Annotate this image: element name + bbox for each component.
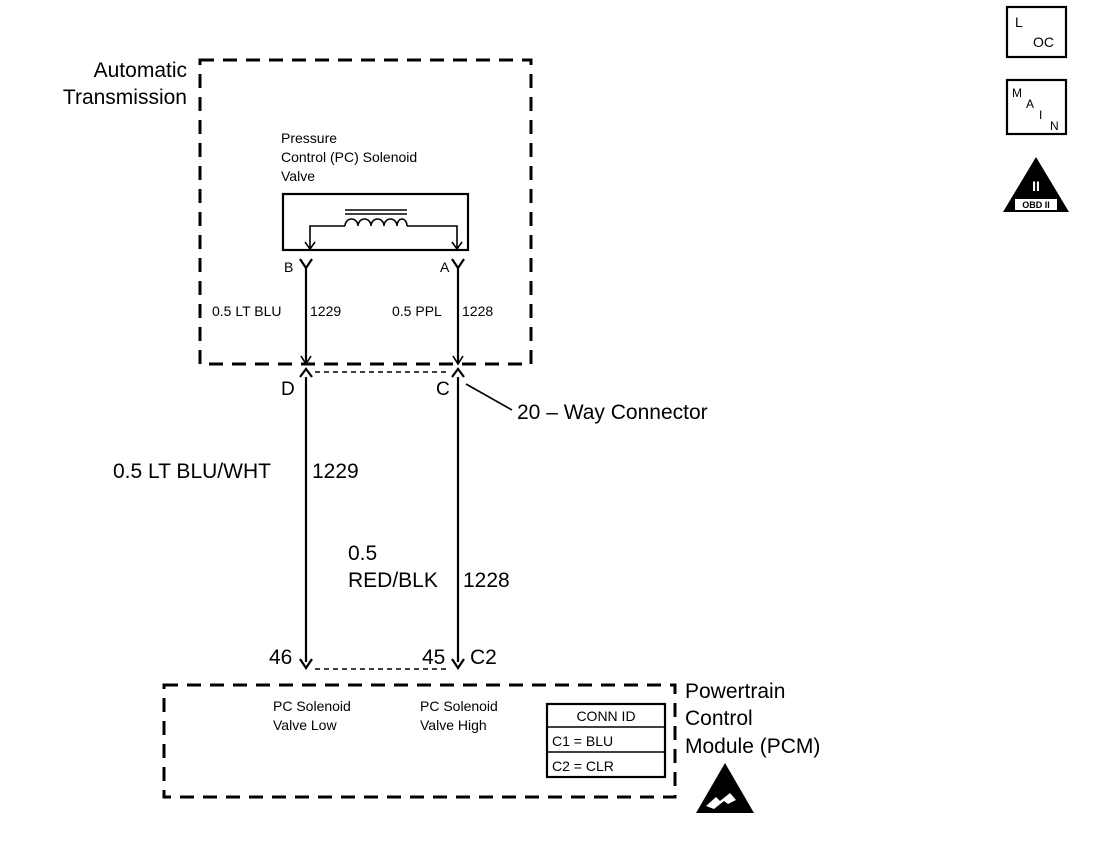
pcm-pin-45-terminal: [451, 658, 465, 670]
loc-nav-icon[interactable]: L OC: [1005, 5, 1068, 59]
conn-id-c1: C1 = BLU: [552, 733, 613, 749]
pin-c-terminal: [451, 367, 465, 378]
solenoid-label-line2: Control (PC) Solenoid: [281, 149, 417, 165]
svg-text:OBD II: OBD II: [1022, 200, 1050, 210]
conn-id-table: [545, 702, 667, 779]
transmission-boundary: [198, 58, 533, 366]
pin-d-label: D: [281, 379, 295, 400]
svg-text:OC: OC: [1033, 34, 1054, 50]
pcm-high-line2: Valve High: [420, 717, 487, 733]
pin-b-terminal: [299, 258, 313, 270]
wire-a-circuit: 1228: [462, 303, 493, 319]
conn-id-title: CONN ID: [576, 708, 635, 724]
svg-text:I: I: [1039, 108, 1042, 122]
svg-text:A: A: [1026, 97, 1034, 111]
wire-b-circuit: 1229: [310, 303, 341, 319]
connector-leader: [465, 383, 513, 411]
harness-left-circuit: 1229: [312, 460, 359, 483]
pin-b-label: B: [284, 259, 293, 275]
harness-right-circuit: 1228: [463, 569, 510, 592]
pin-a-terminal: [451, 258, 465, 270]
harness-right-color-line1: 0.5: [348, 542, 377, 565]
conn-id-c2: C2 = CLR: [552, 758, 614, 774]
transmission-label-line2: Transmission: [63, 86, 187, 109]
wire-b-color: 0.5 LT BLU: [212, 303, 282, 319]
pcm-pin-46-terminal: [299, 658, 313, 670]
esd-warning-icon: [696, 763, 754, 813]
pcm-pin-46-label: 46: [269, 646, 292, 669]
solenoid-label-line1: Pressure: [281, 130, 337, 146]
pcm-label-line2: Control: [685, 707, 753, 730]
pcm-connector-label: C2: [470, 646, 497, 669]
pcm-low-line2: Valve Low: [273, 717, 337, 733]
pcm-label-line3: Module (PCM): [685, 735, 820, 758]
svg-text:M: M: [1012, 86, 1022, 100]
pin-d-terminal: [299, 367, 313, 378]
pcm-boundary: [162, 683, 677, 799]
wire-a-color: 0.5 PPL: [392, 303, 442, 319]
obd-ii-icon[interactable]: II OBD II: [1003, 157, 1069, 212]
pcm-label-line1: Powertrain: [685, 680, 785, 703]
solenoid-label-line3: Valve: [281, 168, 315, 184]
harness-right-color-line2: RED/BLK: [348, 569, 438, 592]
svg-text:L: L: [1015, 14, 1023, 30]
svg-text:II: II: [1032, 178, 1040, 194]
connector-label: 20 – Way Connector: [517, 401, 708, 424]
pin-c-label: C: [436, 379, 450, 400]
main-nav-icon[interactable]: M A I N: [1005, 78, 1068, 136]
pcm-pin-45-label: 45: [422, 646, 445, 669]
pc-solenoid-valve: [281, 192, 470, 252]
svg-text:N: N: [1050, 119, 1059, 133]
harness-left-color: 0.5 LT BLU/WHT: [113, 460, 271, 483]
pcm-low-line1: PC Solenoid: [273, 698, 351, 714]
pcm-high-line1: PC Solenoid: [420, 698, 498, 714]
transmission-label-line1: Automatic: [94, 59, 187, 82]
pin-a-label: A: [440, 259, 450, 275]
